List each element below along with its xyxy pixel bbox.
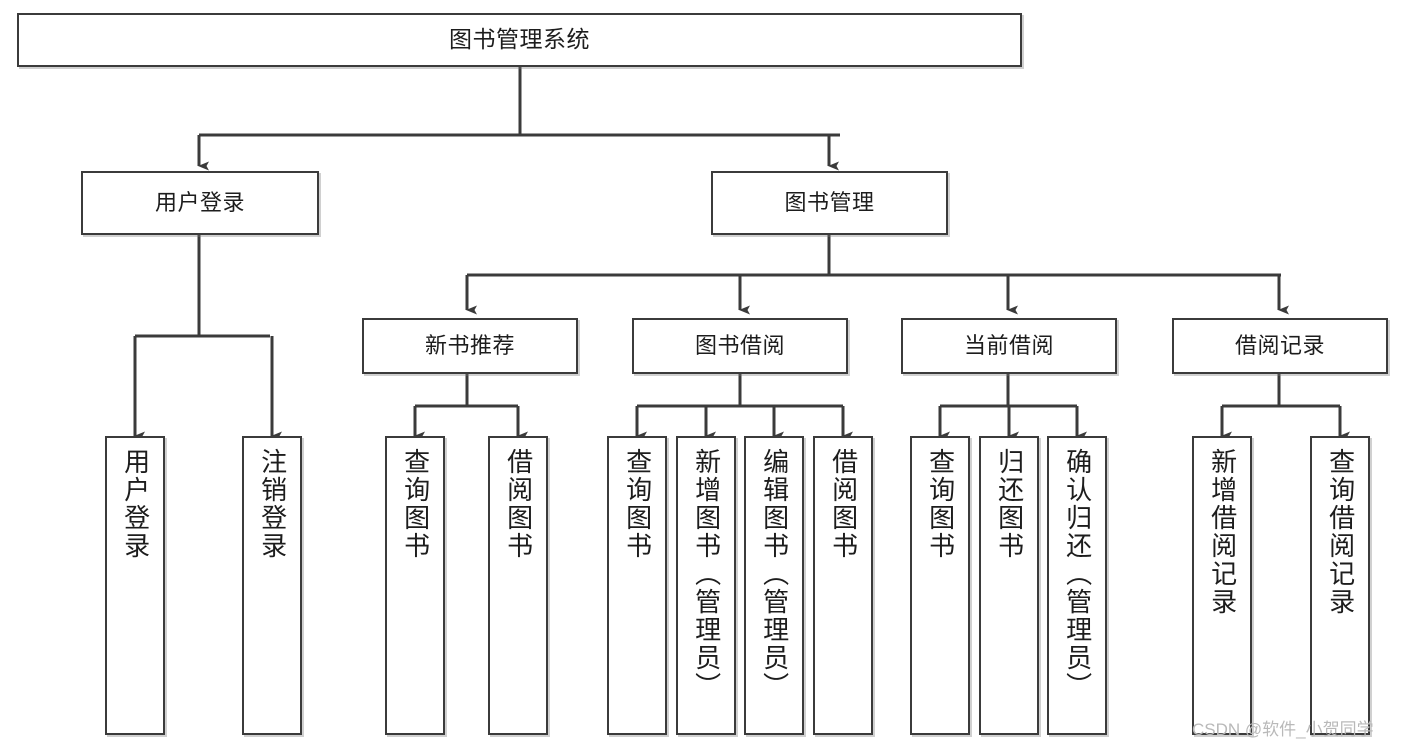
node-current-borrow-label: 当前借阅 — [963, 333, 1054, 359]
node-leaf-query-book-current-label: 查询图书 — [925, 448, 956, 560]
node-leaf-edit-book-admin[interactable]: 编辑图书（管理员） — [744, 436, 804, 735]
node-leaf-return-book-label: 归还图书 — [994, 448, 1025, 560]
node-leaf-query-book-recommend-label: 查询图书 — [400, 448, 431, 560]
node-user-login[interactable]: 用户登录 — [81, 171, 319, 235]
node-new-book-recommend-label: 新书推荐 — [424, 333, 515, 359]
node-current-borrow[interactable]: 当前借阅 — [901, 318, 1117, 374]
node-leaf-query-borrow-record[interactable]: 查询借阅记录 — [1310, 436, 1370, 735]
node-leaf-borrow-book-recommend-label: 借阅图书 — [503, 448, 534, 560]
node-leaf-user-login-label: 用户登录 — [120, 448, 151, 560]
node-leaf-add-book-admin-label: 新增图书（管理员） — [691, 448, 722, 700]
node-root-label: 图书管理系统 — [449, 26, 590, 53]
node-leaf-add-borrow-record-label: 新增借阅记录 — [1207, 448, 1238, 616]
node-borrow-record[interactable]: 借阅记录 — [1172, 318, 1388, 374]
node-leaf-query-borrow-record-label: 查询借阅记录 — [1325, 448, 1356, 616]
node-leaf-query-book-borrow-label: 查询图书 — [622, 448, 653, 560]
node-borrow-record-label: 借阅记录 — [1234, 333, 1325, 359]
node-book-borrow[interactable]: 图书借阅 — [632, 318, 848, 374]
node-leaf-user-login[interactable]: 用户登录 — [105, 436, 165, 735]
node-leaf-logout-label: 注销登录 — [257, 448, 288, 560]
node-book-management-label: 图书管理 — [784, 190, 875, 216]
node-leaf-query-book-current[interactable]: 查询图书 — [910, 436, 970, 735]
node-leaf-confirm-return-admin-label: 确认归还（管理员） — [1062, 448, 1093, 700]
node-leaf-logout[interactable]: 注销登录 — [242, 436, 302, 735]
node-leaf-borrow-book-label: 借阅图书 — [828, 448, 859, 560]
node-leaf-borrow-book-recommend[interactable]: 借阅图书 — [488, 436, 548, 735]
node-leaf-borrow-book[interactable]: 借阅图书 — [813, 436, 873, 735]
node-leaf-add-borrow-record[interactable]: 新增借阅记录 — [1192, 436, 1252, 735]
node-leaf-add-book-admin[interactable]: 新增图书（管理员） — [676, 436, 736, 735]
node-leaf-edit-book-admin-label: 编辑图书（管理员） — [759, 448, 790, 700]
node-leaf-query-book-borrow[interactable]: 查询图书 — [607, 436, 667, 735]
node-book-management[interactable]: 图书管理 — [711, 171, 948, 235]
node-leaf-confirm-return-admin[interactable]: 确认归还（管理员） — [1047, 436, 1107, 735]
node-leaf-query-book-recommend[interactable]: 查询图书 — [385, 436, 445, 735]
node-user-login-label: 用户登录 — [154, 190, 245, 216]
node-root-book-management-system[interactable]: 图书管理系统 — [17, 13, 1022, 67]
node-new-book-recommend[interactable]: 新书推荐 — [362, 318, 578, 374]
node-book-borrow-label: 图书借阅 — [694, 333, 785, 359]
node-leaf-return-book[interactable]: 归还图书 — [979, 436, 1039, 735]
